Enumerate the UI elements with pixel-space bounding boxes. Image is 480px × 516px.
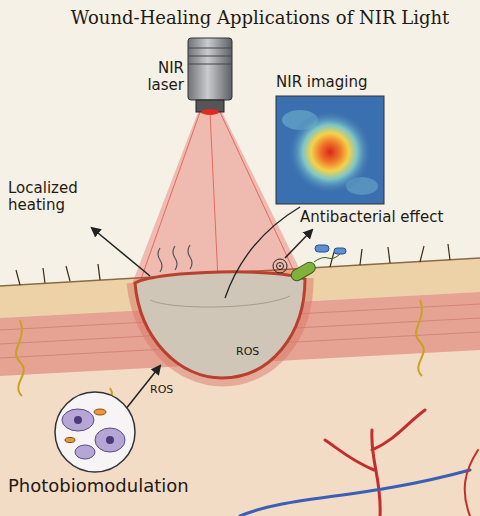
laser-device	[188, 38, 232, 115]
effect-label-holder: Antibacterial effect	[300, 207, 443, 226]
imaging-label-holder: NIR imaging	[276, 72, 368, 91]
effect-label-holder: Photobiomodulation	[8, 476, 189, 497]
bacteria	[273, 245, 346, 283]
heating-arrow	[92, 228, 150, 276]
device-label-holder: NIR laser	[130, 60, 184, 95]
blood-vessels	[240, 410, 478, 516]
ros-label-holder: ROS	[150, 378, 173, 397]
effect-label: Photobiomodulation	[8, 476, 189, 497]
title: Wound-Healing Applications of NIR Light	[71, 8, 450, 29]
cell-inset	[55, 392, 135, 472]
effect-label: Antibacterial effect	[300, 209, 443, 226]
dermis	[0, 258, 480, 516]
effect-label-holder: Localized heating	[8, 180, 108, 215]
device-label: NIR laser	[130, 60, 184, 95]
imaging-leader	[225, 207, 300, 298]
wound-bed	[135, 272, 305, 378]
ros-label: ROS	[150, 384, 173, 397]
nir-image	[276, 96, 384, 204]
title-holder: Wound-Healing Applications of NIR Light	[40, 8, 480, 29]
antibacterial-arrow	[285, 230, 312, 258]
heat-waves	[158, 245, 192, 272]
ros-label: ROS	[236, 346, 259, 359]
imaging-label: NIR imaging	[276, 74, 368, 91]
effect-label: Localized heating	[8, 180, 108, 215]
ros-label-holder: ROS	[236, 340, 259, 359]
